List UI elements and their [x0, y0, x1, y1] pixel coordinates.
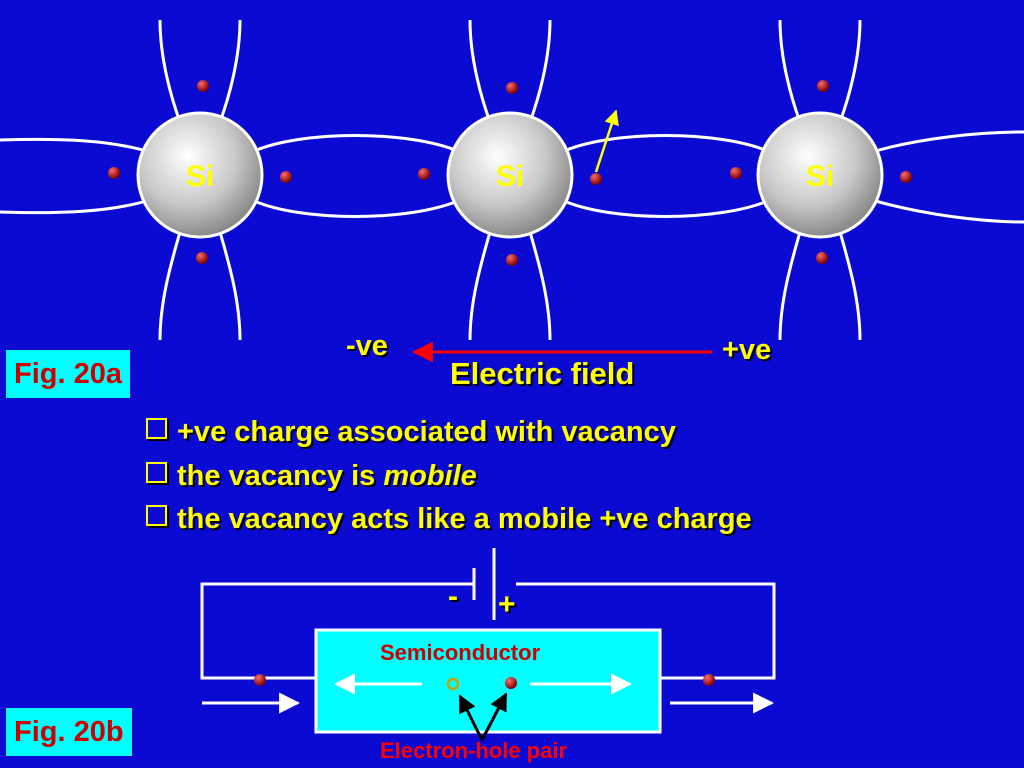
- checkbox-bullet-icon: [146, 418, 167, 439]
- checkbox-bullet-icon: [146, 462, 167, 483]
- bullet-2-emphasis: mobile: [383, 460, 477, 492]
- si-atom-label: Si: [496, 160, 524, 193]
- fig-20b-badge: Fig. 20b: [6, 708, 132, 756]
- electric-field-caption: Electric field: [450, 356, 635, 391]
- field-plus-label: +ve: [722, 334, 772, 366]
- bullet-3: the vacancy acts like a mobile +ve charg…: [146, 503, 752, 536]
- bullet-3-text: the vacancy acts like a mobile +ve charg…: [177, 503, 752, 535]
- si-atom-label: Si: [186, 160, 214, 193]
- circuit-electron-left: [254, 674, 266, 686]
- si-atom-1: Si: [136, 111, 264, 239]
- circuit-electron-right: [703, 674, 715, 686]
- semiconductor-block: [314, 628, 662, 734]
- fig-20a-badge: Fig. 20a: [6, 350, 130, 398]
- si-atom-label: Si: [806, 160, 834, 193]
- checkbox-bullet-icon: [146, 505, 167, 526]
- hole-pointer-arrow: [458, 694, 484, 741]
- field-minus-label: -ve: [346, 330, 388, 362]
- electron-hole-pair-label: Electron-hole pair: [380, 738, 568, 763]
- bullet-2: the vacancy is mobile: [146, 460, 477, 493]
- hopping-electron: [590, 173, 602, 185]
- bullet-1-text: +ve charge associated with vacancy: [177, 416, 676, 448]
- hole: [446, 677, 460, 691]
- electron: [505, 677, 517, 689]
- si-atom-2: Si: [446, 111, 574, 239]
- electron-pointer-arrow: [480, 692, 508, 741]
- bullet-2-text: the vacancy is: [177, 460, 384, 492]
- bullet-1: +ve charge associated with vacancy: [146, 416, 676, 449]
- battery-minus-label: -: [448, 580, 458, 613]
- battery-plus-label: +: [498, 588, 516, 621]
- semiconductor-label: Semiconductor: [380, 640, 541, 665]
- valence-electrons: [108, 80, 912, 266]
- si-atom-3: Si: [756, 111, 884, 239]
- lattice-bonds: [0, 19, 1024, 341]
- electron-jump-arrow: [594, 109, 619, 173]
